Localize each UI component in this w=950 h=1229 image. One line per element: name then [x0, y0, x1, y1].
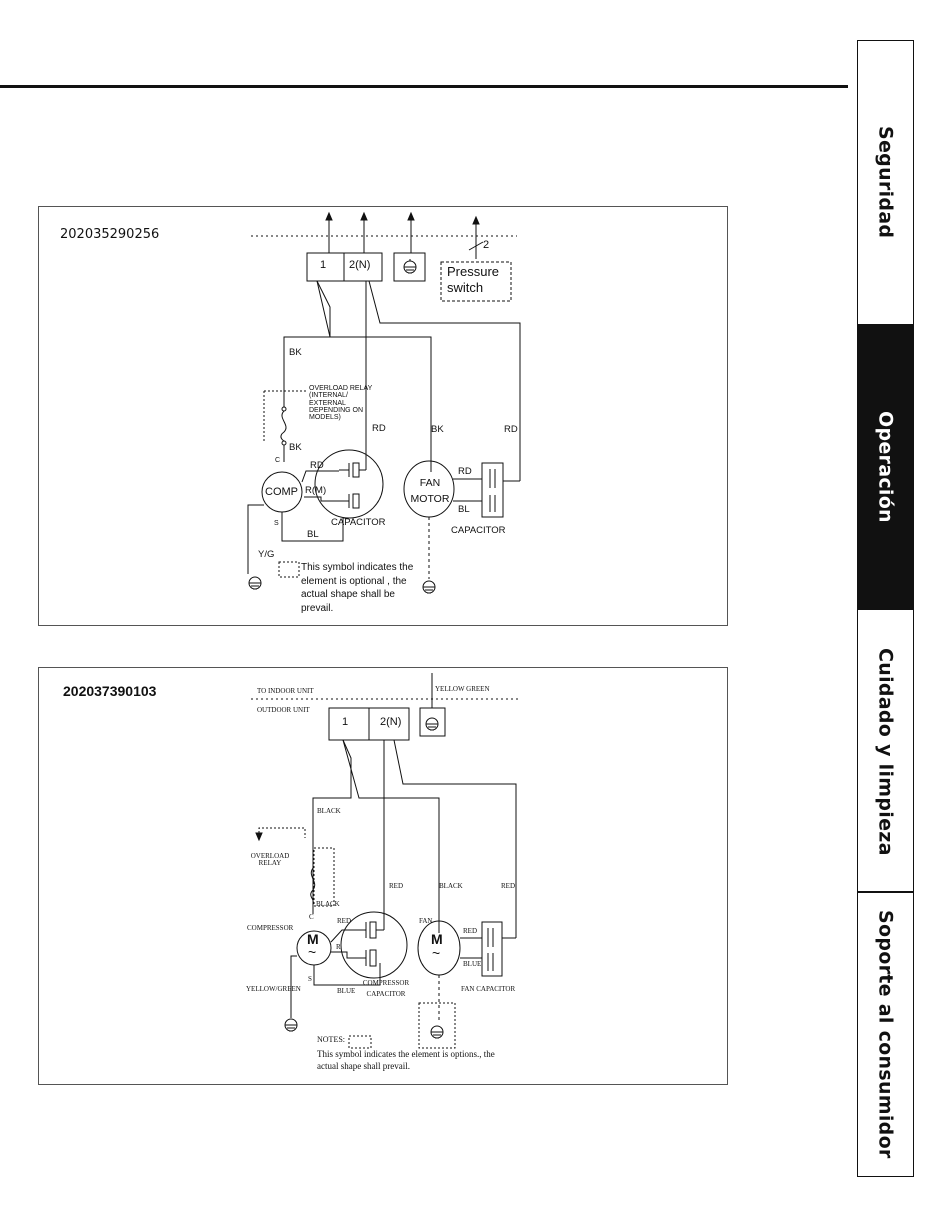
to-indoor-label: TO INDOOR UNIT [257, 687, 314, 695]
supply-arrows [325, 211, 484, 259]
wire-black-relay-label: BLACK [316, 900, 340, 908]
wire-black-fan-label: BLACK [439, 882, 463, 890]
terminal-ground-symbol [425, 717, 439, 731]
comp-label: COMP [265, 486, 298, 498]
section-tabs: Seguridad Operación Cuidado y limpieza S… [857, 40, 914, 1177]
wire-red-fan-label: RED [501, 882, 515, 890]
wire-rd-label: RD [372, 423, 386, 434]
header-rule [0, 85, 848, 88]
wire-black-label: BLACK [317, 807, 341, 815]
terminal-1-label: 1 [342, 716, 349, 728]
comp-c-label: C [309, 913, 314, 921]
tab-cuidado-label: Cuidado y limpieza [874, 647, 897, 856]
tab-soporte[interactable]: Soporte al consumidor [858, 893, 913, 1176]
tab-cuidado[interactable]: Cuidado y limpieza [858, 610, 913, 893]
wire-rd-fan-cap-label: RD [458, 466, 472, 477]
tab-operacion[interactable]: Operación [858, 324, 913, 610]
wire-rd-comp-label: RD [310, 460, 324, 471]
wire-bk-fan-label: BK [431, 424, 444, 435]
terminal-1-label: 1 [320, 259, 327, 271]
notes-text: This symbol indicates the element is opt… [317, 1049, 495, 1071]
wire-bl-fan-cap-label: BL [458, 504, 470, 515]
wire-rd-fan-label: RD [504, 424, 518, 435]
optional-symbol [278, 561, 300, 578]
ground-terminal-box [419, 707, 446, 737]
wire-bl-label: BL [307, 529, 319, 540]
pressure-switch-box [440, 261, 512, 302]
ground-terminal-box [393, 252, 426, 282]
comp-capacitor-circle [314, 449, 384, 519]
capacitor-label: CAPACITOR [331, 517, 386, 528]
comp-r-label: R(M) [305, 485, 327, 496]
overload-relay-label: OVERLOAD RELAY (INTERNAL/ EXTERNAL DEPEN… [309, 385, 373, 422]
comp-ground-symbol [284, 1018, 298, 1032]
terminal-2-box [343, 252, 383, 282]
fan-ground-symbol [422, 580, 436, 594]
wire-red-label: RED [389, 882, 403, 890]
fan-label: FAN [419, 917, 433, 925]
overload-relay-label: OVERLOAD RELAY [250, 852, 290, 868]
comp-s-label: S [274, 520, 279, 527]
yellow-green-ground-label: YELLOW/GREEN [246, 985, 301, 993]
tab-seguridad-label: Seguridad [874, 126, 897, 239]
model-code: 202035290256 [60, 227, 160, 242]
wiring-lines-2 [251, 673, 519, 1049]
comp-capacitor-circle [340, 911, 408, 979]
comp-motor-tilde: ~ [308, 944, 317, 960]
fan-motor-tilde: ~ [432, 945, 441, 961]
tab-operacion-label: Operación [874, 411, 897, 523]
terminal-ground-symbol [403, 259, 417, 274]
wiring-diagram-2: 202037390103 TO INDOOR UNIT OUTDOOR UNIT… [38, 667, 728, 1085]
comp-r-label: R [336, 943, 341, 951]
tab-divider [858, 891, 913, 893]
wire-bk-relay-label: BK [289, 442, 302, 453]
outdoor-label: OUTDOOR UNIT [257, 706, 310, 714]
wiring-diagram-1: 202035290256 1 2(N) 2 Pressure switch BK… [38, 206, 728, 626]
wire-blue-fan-label: BLUE [463, 960, 482, 968]
wire-red-fan-cap-label: RED [463, 927, 477, 935]
comp-s-label: S [308, 975, 312, 983]
tab-soporte-label: Soporte al consumidor [874, 910, 897, 1159]
terminal-2-label: 2(N) [380, 716, 402, 728]
wire-yg-label: Y/G [258, 549, 275, 560]
compressor-label: COMPRESSOR [247, 924, 294, 932]
yellow-green-label: YELLOW GREEN [435, 685, 490, 693]
terminal-2-label: 2(N) [349, 259, 371, 271]
pressure-switch-label: Pressure switch [447, 264, 500, 295]
pressure-switch-wire-count: 2 [483, 239, 490, 251]
optional-symbol [348, 1035, 372, 1049]
comp-motor-m: M [307, 931, 319, 947]
wiring-lines-1 [247, 211, 521, 594]
compressor-capacitor-label: COMPRESSOR CAPACITOR [362, 979, 410, 999]
wire-red-comp-label: RED [337, 917, 351, 925]
optional-note: This symbol indicates the element is opt… [301, 562, 414, 614]
fan-motor-label: FAN MOTOR [410, 477, 450, 506]
fan-capacitor-label: FAN CAPACITOR [461, 985, 516, 993]
fan-motor-m: M [431, 931, 443, 947]
fan-capacitor-label: CAPACITOR [451, 525, 506, 536]
notes-label: NOTES: [317, 1035, 345, 1044]
wire-blue-label: BLUE [337, 987, 356, 995]
model-code: 202037390103 [63, 683, 157, 699]
wire-bk-label: BK [289, 347, 302, 358]
fan-ground-symbol [430, 1025, 444, 1039]
comp-ground-symbol [248, 576, 262, 590]
comp-c-label: C [275, 457, 281, 464]
tab-seguridad[interactable]: Seguridad [858, 41, 913, 324]
